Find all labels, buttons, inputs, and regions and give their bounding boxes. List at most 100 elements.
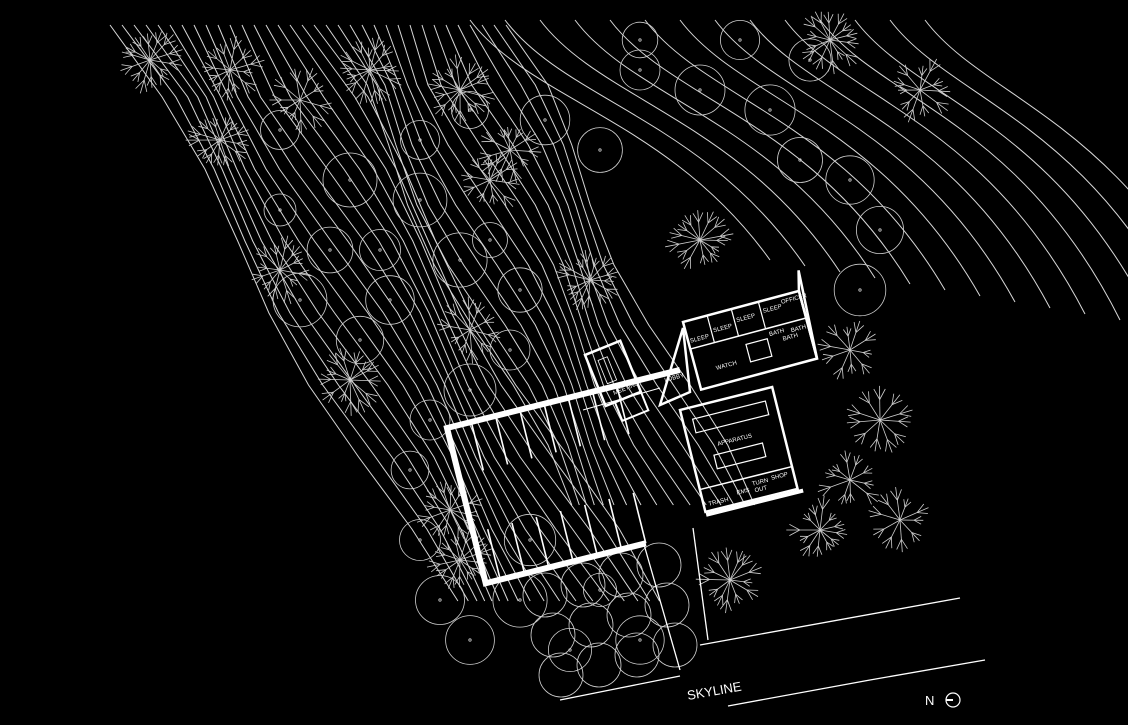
parking-edge (446, 368, 681, 429)
deciduous-tree (868, 487, 929, 553)
stall-line (567, 397, 582, 447)
tree-canopy (390, 450, 430, 490)
contour-line (714, 19, 1016, 303)
deciduous-tree (120, 31, 183, 94)
contour-line (205, 24, 531, 602)
contour-line (325, 24, 573, 506)
contour-line (679, 19, 981, 297)
tree-canopy (503, 513, 557, 567)
tree-trunk (768, 108, 772, 112)
grove-tree (522, 572, 568, 618)
tree-trunk (518, 598, 522, 602)
tree-canopy (399, 519, 441, 561)
contour-line (784, 19, 1086, 315)
contour-line (924, 19, 1128, 190)
deciduous-tree (817, 320, 876, 380)
room-label-bath-2: BATH (782, 333, 799, 343)
apparatus-outline (678, 385, 800, 514)
north-label: N (925, 693, 934, 708)
tree-trunk (598, 588, 602, 592)
deciduous-tree (269, 68, 334, 133)
tree-trunk (848, 178, 852, 182)
tree-canopy (443, 363, 497, 417)
contour-line (217, 24, 545, 602)
contour-line (145, 24, 486, 602)
stair (745, 338, 773, 363)
grove-tree (636, 542, 682, 588)
tree-trunk (408, 468, 412, 472)
contour-line (644, 19, 946, 291)
tree-canopy (825, 155, 875, 205)
stall-line (591, 391, 606, 441)
deciduous-tree (185, 116, 249, 167)
property-line (692, 527, 709, 641)
contour-line (301, 24, 651, 602)
stall-line (535, 516, 550, 568)
stall-line (559, 510, 574, 562)
grove-tree (530, 612, 576, 658)
tree-canopy (322, 152, 378, 208)
stall-line (616, 385, 630, 435)
tree-canopy (619, 49, 661, 91)
support-rooms-wall (699, 465, 793, 491)
deciduous-tree (695, 547, 762, 614)
tree-trunk (468, 638, 472, 642)
contour-line (469, 19, 771, 261)
tree-trunk (468, 388, 472, 392)
tree-canopy (621, 21, 659, 59)
room-label-turn: TURN (752, 478, 770, 488)
tree-trunk (638, 638, 642, 642)
tree-canopy (263, 193, 297, 227)
tree-trunk (878, 228, 882, 232)
tree-trunk (543, 118, 547, 122)
lobby-wall (658, 327, 692, 408)
grove-tree (652, 622, 698, 668)
tree-trunk (418, 198, 422, 202)
room-label-shop: SHOP (771, 472, 789, 482)
contour-line (609, 19, 911, 285)
parking-stalls (470, 385, 647, 580)
street-label: SKYLINE (686, 679, 743, 703)
tree-canopy (744, 84, 796, 136)
contour-line (313, 24, 660, 602)
corridor-wall (690, 317, 807, 350)
contour-line (445, 24, 691, 506)
grove-tree (576, 642, 622, 688)
tree-trunk (358, 338, 362, 342)
tree-trunk (278, 128, 282, 132)
tree-canopy (497, 267, 543, 313)
tree-canopy (359, 229, 401, 271)
deciduous-tree (478, 126, 542, 183)
tree-canopy (615, 615, 665, 665)
tree-canopy (306, 226, 354, 274)
tree-trunk (458, 258, 462, 262)
deciduous-tree (665, 210, 734, 269)
deciduous-tree (846, 385, 913, 453)
road-edge-upper (699, 597, 961, 646)
tree-trunk (348, 178, 352, 182)
partition (730, 308, 740, 337)
contour-line (854, 19, 1128, 278)
contour-line (749, 19, 1051, 309)
room-label-watch: WATCH (716, 361, 738, 372)
contour-line (265, 24, 610, 602)
road-edge-left (559, 675, 681, 701)
tree-canopy (548, 628, 593, 673)
contour-line (253, 24, 594, 602)
tree-trunk (418, 538, 422, 542)
grove-tree (598, 552, 644, 598)
room-label-trash: TRASH (708, 497, 729, 508)
apparatus-vehicle (713, 442, 767, 470)
tree-canopy (833, 263, 887, 317)
tree-trunk (698, 88, 702, 92)
grove-edge (642, 540, 681, 671)
contour-line (241, 24, 577, 602)
stall-line (486, 528, 502, 580)
tree-trunk (388, 298, 392, 302)
tree-trunk (418, 138, 422, 142)
tree-canopy (674, 64, 726, 116)
tree-canopy (445, 615, 495, 665)
tree-trunk (378, 248, 382, 252)
stall-line (632, 492, 647, 544)
tree-trunk (508, 348, 512, 352)
